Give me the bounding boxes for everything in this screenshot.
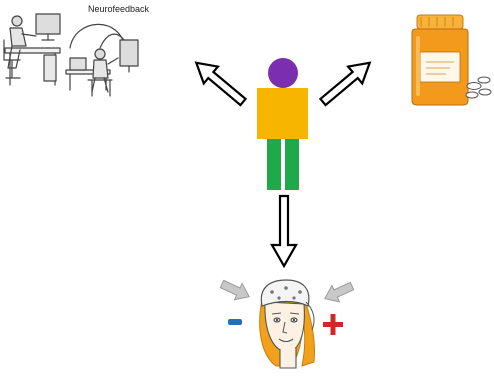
plus-sign (323, 314, 343, 335)
right-pointer-arrow (324, 281, 355, 303)
person-leg-right (285, 139, 299, 190)
eeg-cap (260, 279, 310, 307)
eeg-headset-illustration (219, 279, 355, 369)
pill-bottle-label (419, 51, 461, 83)
pill-bottle-cap (416, 14, 464, 30)
pill-1 (466, 82, 482, 90)
arrow-to-neurofeedback (194, 61, 248, 107)
pill-4 (478, 88, 492, 96)
neurofeedback-illustration: Neurofeedback (3, 4, 150, 97)
neurofeedback-caption: Neurofeedback (88, 4, 150, 14)
pill-3 (465, 91, 479, 99)
person-head (268, 58, 298, 88)
pill-2 (477, 76, 491, 84)
person-torso (257, 88, 308, 139)
person-leg-left (267, 139, 281, 190)
arrow-to-medication (318, 61, 372, 107)
left-pointer-arrow (219, 279, 250, 301)
arrow-to-eeg-headset (270, 194, 298, 269)
medication-illustration (411, 14, 492, 106)
person-figure (257, 58, 308, 190)
minus-sign (228, 319, 242, 325)
